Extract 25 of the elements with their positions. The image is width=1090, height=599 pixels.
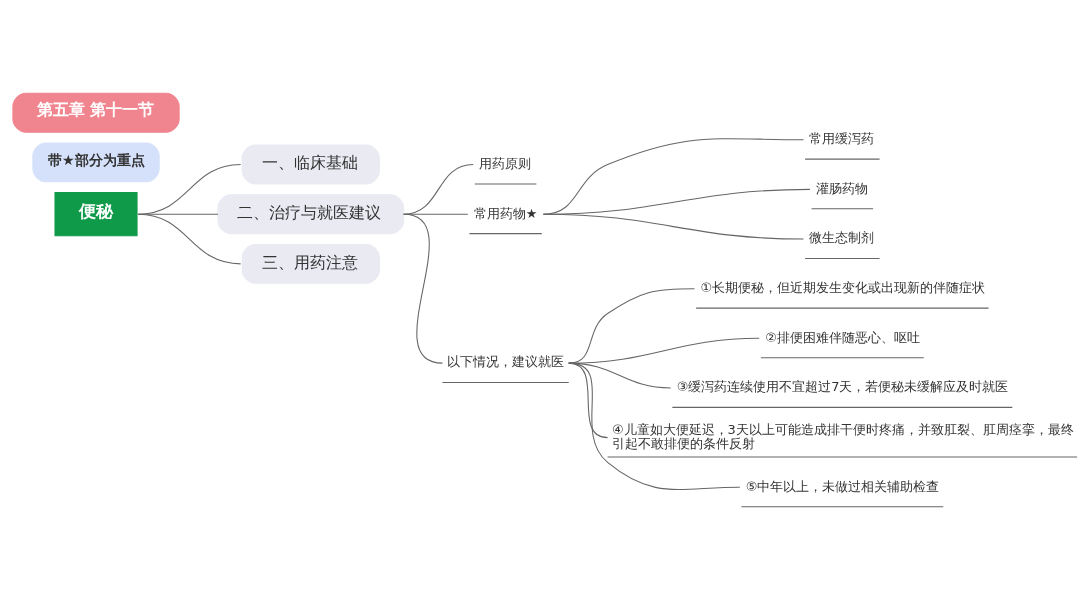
connector	[403, 163, 474, 215]
node-box: 带★部分为重点	[32, 141, 160, 182]
node-box: 三、用药注意	[241, 243, 380, 284]
node-text: 用药原则	[479, 155, 532, 171]
node-text: ③缓泻药连续使用不宜超过7天，若便秘未缓解应及时就医	[676, 378, 1009, 394]
node-text: ①长期便秘，但近期发生变化或出现新的伴随症状	[700, 279, 986, 295]
node-box: 二、治疗与就医建议	[217, 193, 405, 234]
node-text: ④儿童如大便延迟，3天以上可能造成排干便时疼痛，并致肛裂、肛周痉挛，最终引起不敢排便的条件反射	[611, 421, 1074, 451]
node-text: 灌肠药物	[815, 180, 868, 196]
node-text: 常用药物★	[473, 205, 538, 221]
node-text: 微生态制剂	[809, 229, 875, 245]
node-text: ②排便困难伴随恶心、呕吐	[765, 329, 920, 345]
connector	[568, 362, 741, 490]
connector	[137, 163, 242, 215]
connector	[542, 213, 805, 240]
node-box: 便秘	[54, 191, 138, 236]
node-text: ⑤中年以上，未做过相关辅助检查	[745, 478, 940, 494]
node-text: 以下情况，建议就医	[446, 353, 564, 369]
node-text: 常用缓泻药	[809, 130, 875, 146]
node-box: 一、临床基础	[241, 144, 380, 184]
node-box: 第五章 第十一节	[12, 92, 180, 133]
connector	[542, 137, 805, 215]
connector	[403, 213, 443, 364]
connector	[568, 337, 760, 364]
connector	[137, 213, 242, 264]
